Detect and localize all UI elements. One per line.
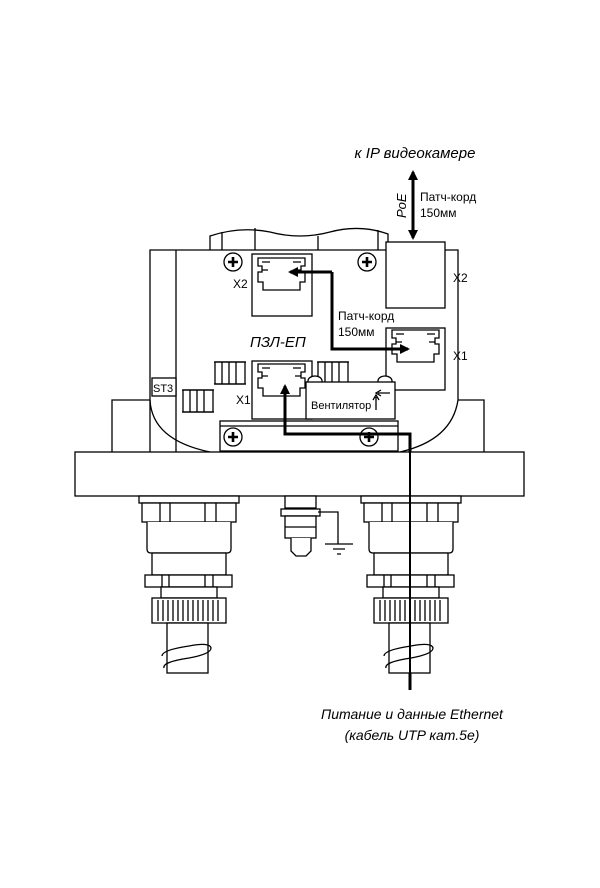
x1-inner-module (251, 360, 313, 420)
module-name: ПЗЛ-ЕП (250, 334, 306, 351)
screw-icon (222, 426, 244, 448)
cable-gland-left (138, 495, 240, 674)
external-x2-connector (385, 241, 446, 309)
flange-plate (74, 451, 525, 497)
patch-cord-top-label: Патч-корд (420, 190, 476, 204)
component-block (181, 389, 215, 413)
patch-cord-mid-length: 150мм (338, 325, 375, 339)
fan: Вентилятор (305, 375, 396, 420)
patch-cord-top-length: 150мм (420, 206, 457, 220)
to-camera-label: к IP видеокамере (355, 145, 476, 162)
x2-outer-label: X2 (453, 271, 468, 285)
patch-cord-line (330, 272, 410, 354)
component-block (213, 361, 247, 385)
screw-icon (222, 251, 244, 273)
x1-outer-label: X1 (453, 349, 468, 363)
x1-inner-label: X1 (236, 393, 251, 407)
x2-inner-label: X2 (233, 277, 248, 291)
x2-module (251, 253, 313, 317)
st3-box (151, 377, 177, 397)
housing: ST3 (111, 227, 485, 453)
x1-outer-module (385, 327, 446, 391)
st3-label: ST3 (153, 383, 173, 395)
patch-cord-mid-label: Патч-корд (338, 309, 394, 323)
cable-label-line1: Питание и данные Ethernet (321, 706, 504, 722)
ground-stud (280, 495, 353, 557)
fan-label: Вентилятор (311, 400, 371, 412)
screw-icon (356, 251, 378, 273)
cable-label-line2: (кабель UTP кат.5е) (345, 727, 480, 743)
poe-label: PoE (394, 193, 409, 218)
screw-icon (358, 426, 380, 448)
